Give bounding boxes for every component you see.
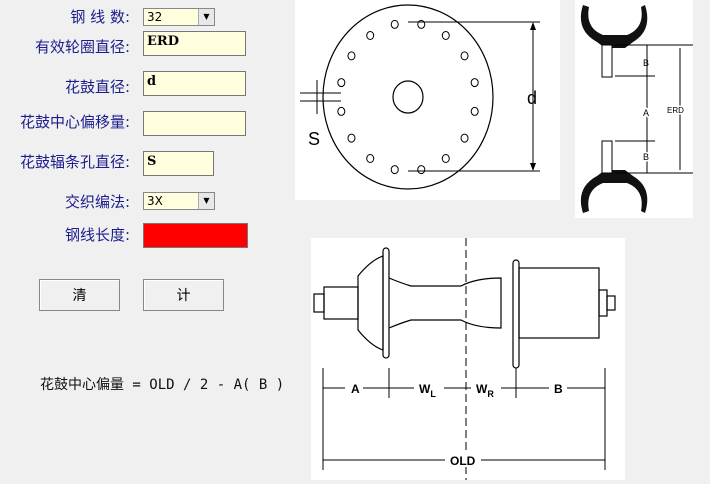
hub-offset-label: 花鼓中心偏移量: bbox=[19, 113, 130, 131]
spoke-hole bbox=[337, 106, 346, 116]
spoke-hole bbox=[417, 19, 426, 29]
rim-b-bottom-label: B bbox=[643, 152, 649, 162]
spoke-hole bbox=[441, 154, 450, 164]
hub-side-diagram: A WL WR B OLD bbox=[311, 238, 625, 480]
hub-offset-input[interactable] bbox=[143, 111, 246, 136]
spoke-hole bbox=[366, 30, 375, 40]
offset-formula: 花鼓中心偏量 = OLD / 2 - A( B ) bbox=[40, 377, 285, 393]
flange-d-label: d bbox=[527, 88, 537, 108]
hub-diameter-label: 花鼓直径: bbox=[64, 78, 130, 96]
svg-text:WL: WL bbox=[419, 382, 436, 399]
spoke-hole bbox=[441, 30, 450, 40]
lacing-label: 交织编法: bbox=[64, 193, 130, 211]
rim-cross-section-diagram: B A B ERD bbox=[575, 0, 693, 218]
spoke-hole bbox=[460, 133, 469, 143]
lacing-value: 3X bbox=[147, 194, 163, 208]
spoke-hole bbox=[337, 78, 346, 88]
hub-a-label: A bbox=[351, 382, 360, 396]
hub-wr-label: W bbox=[476, 382, 488, 396]
hub-wl-sub: L bbox=[430, 389, 436, 399]
hub-b-label: B bbox=[554, 382, 563, 396]
spoke-hole bbox=[390, 165, 399, 175]
hub-flange-diagram: d S bbox=[295, 0, 560, 200]
spoke-count-select[interactable]: 32 ▼ bbox=[143, 8, 215, 26]
hub-old-label: OLD bbox=[450, 454, 476, 468]
spoke-hole bbox=[390, 19, 399, 29]
rim-b-top-label: B bbox=[643, 58, 649, 68]
spoke-count-label: 钢 线 数: bbox=[70, 8, 130, 26]
rim-erd-label: ERD bbox=[667, 106, 684, 115]
erd-input[interactable]: ERD bbox=[143, 31, 246, 56]
spoke-count-value: 32 bbox=[147, 10, 163, 24]
spoke-hole bbox=[347, 133, 356, 143]
chevron-down-icon[interactable]: ▼ bbox=[198, 193, 214, 209]
spoke-hole-input[interactable]: S bbox=[143, 151, 214, 176]
svg-text:WR: WR bbox=[476, 382, 494, 399]
spoke-hole bbox=[460, 51, 469, 61]
spoke-hole bbox=[470, 78, 479, 88]
spoke-hole bbox=[347, 51, 356, 61]
spoke-hole bbox=[366, 154, 375, 164]
spoke-hole bbox=[417, 165, 426, 175]
calculate-button[interactable]: 计 bbox=[143, 279, 224, 311]
spoke-length-label: 钢线长度: bbox=[64, 226, 130, 244]
spoke-hole bbox=[470, 106, 479, 116]
rim-a-label: A bbox=[643, 108, 649, 118]
hub-wl-label: W bbox=[419, 382, 431, 396]
clear-button[interactable]: 清 bbox=[39, 279, 120, 311]
erd-label: 有效轮圈直径: bbox=[34, 38, 130, 56]
flange-s-label: S bbox=[308, 129, 320, 149]
spoke-length-output bbox=[143, 223, 248, 248]
hub-wr-sub: R bbox=[487, 389, 494, 399]
spoke-hole-label: 花鼓辐条孔直径: bbox=[19, 153, 130, 171]
hub-diameter-input[interactable]: d bbox=[143, 71, 246, 96]
lacing-select[interactable]: 3X ▼ bbox=[143, 192, 215, 210]
chevron-down-icon[interactable]: ▼ bbox=[198, 9, 214, 25]
